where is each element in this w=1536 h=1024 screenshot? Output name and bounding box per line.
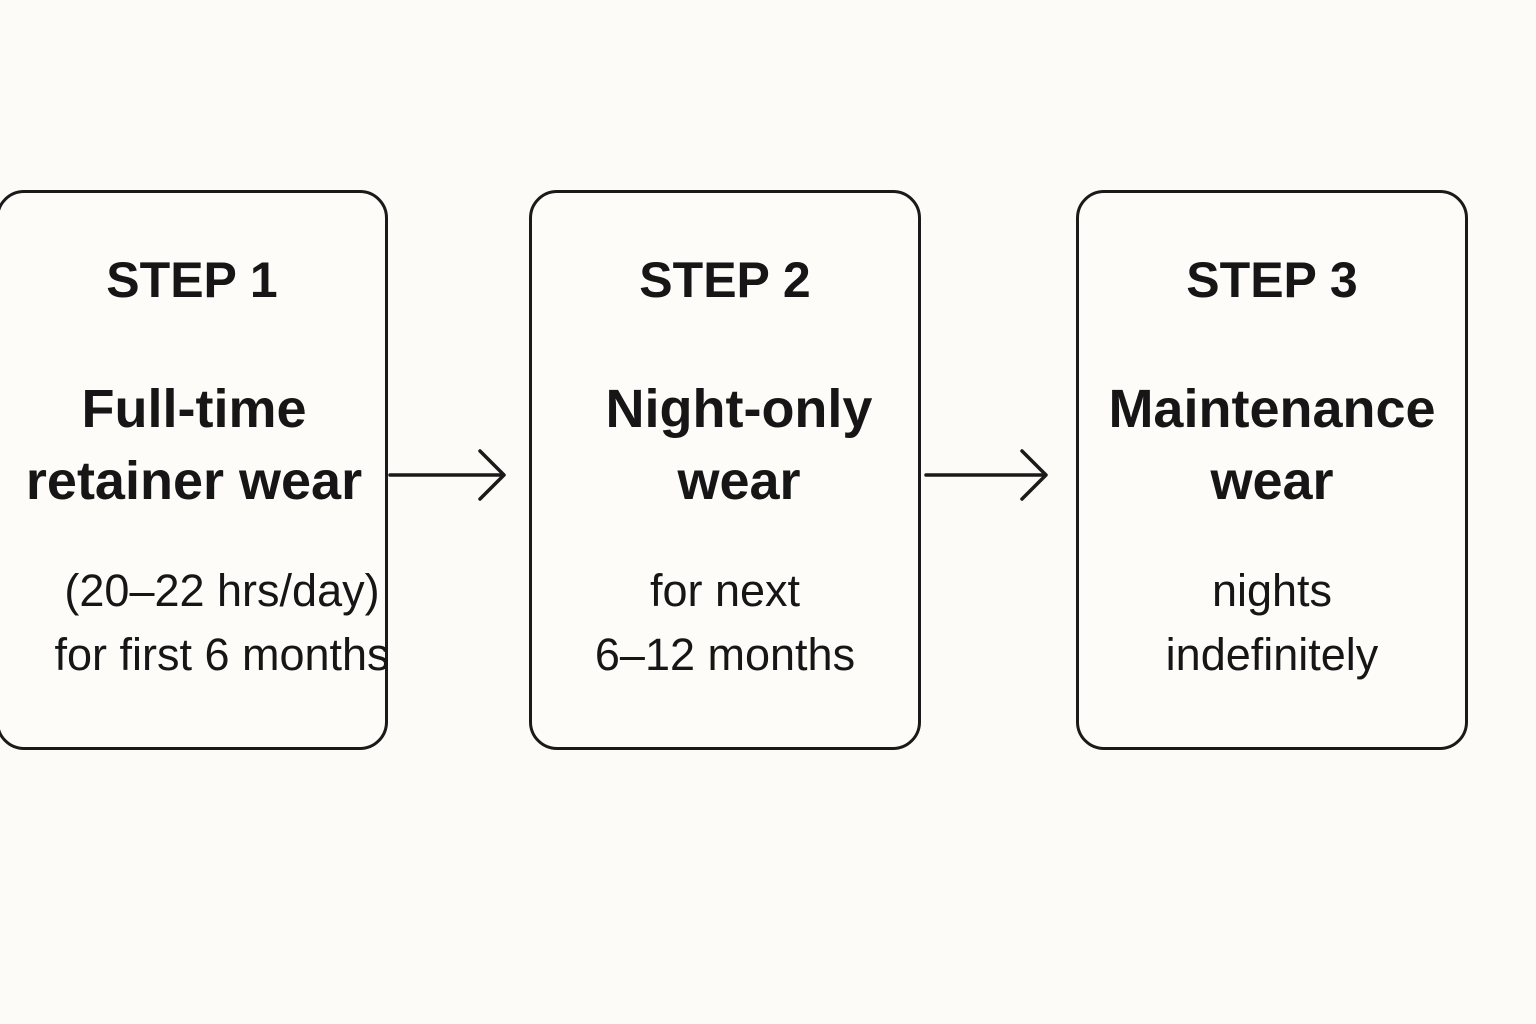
step-1-detail: (20–22 hrs/day) for first 6 months <box>19 559 425 687</box>
arrow-right-icon <box>924 449 1048 501</box>
step-1-title: Full-time retainer wear <box>0 373 395 517</box>
step-2-title-line-2: wear <box>677 451 801 511</box>
step-3-title: Maintenance wear <box>1067 373 1477 517</box>
step-2-label: STEP 2 <box>639 252 811 308</box>
arrow-right-icon <box>388 449 506 501</box>
step-3-detail: nights indefinitely <box>1069 559 1475 687</box>
step-3-detail-line-2: indefinitely <box>1165 629 1379 680</box>
step-3-detail-line-1: nights <box>1211 565 1333 616</box>
step-1-label: STEP 1 <box>106 252 278 308</box>
step-2-title-line-1: Night-only <box>605 379 873 439</box>
step-1-detail-line-2: for first 6 months <box>54 629 390 680</box>
step-2-detail-line-1: for next <box>649 565 801 616</box>
step-1-title-line-2: retainer wear <box>25 451 363 511</box>
step-2-title: Night-only wear <box>536 373 942 517</box>
step-2-detail: for next 6–12 months <box>522 559 928 687</box>
step-3-title-line-1: Maintenance <box>1108 379 1436 439</box>
step-3-label: STEP 3 <box>1186 252 1358 308</box>
step-1-detail-line-1: (20–22 hrs/day) <box>64 565 380 616</box>
step-1-title-line-1: Full-time <box>81 379 307 439</box>
step-3-card: STEP 3 Maintenance wear nights indefinit… <box>1076 190 1468 750</box>
step-2-card: STEP 2 Night-only wear for next 6–12 mon… <box>529 190 921 750</box>
step-2-detail-line-2: 6–12 months <box>594 629 856 680</box>
step-3-title-line-2: wear <box>1210 451 1334 511</box>
step-1-card: STEP 1 Full-time retainer wear (20–22 hr… <box>0 190 390 750</box>
